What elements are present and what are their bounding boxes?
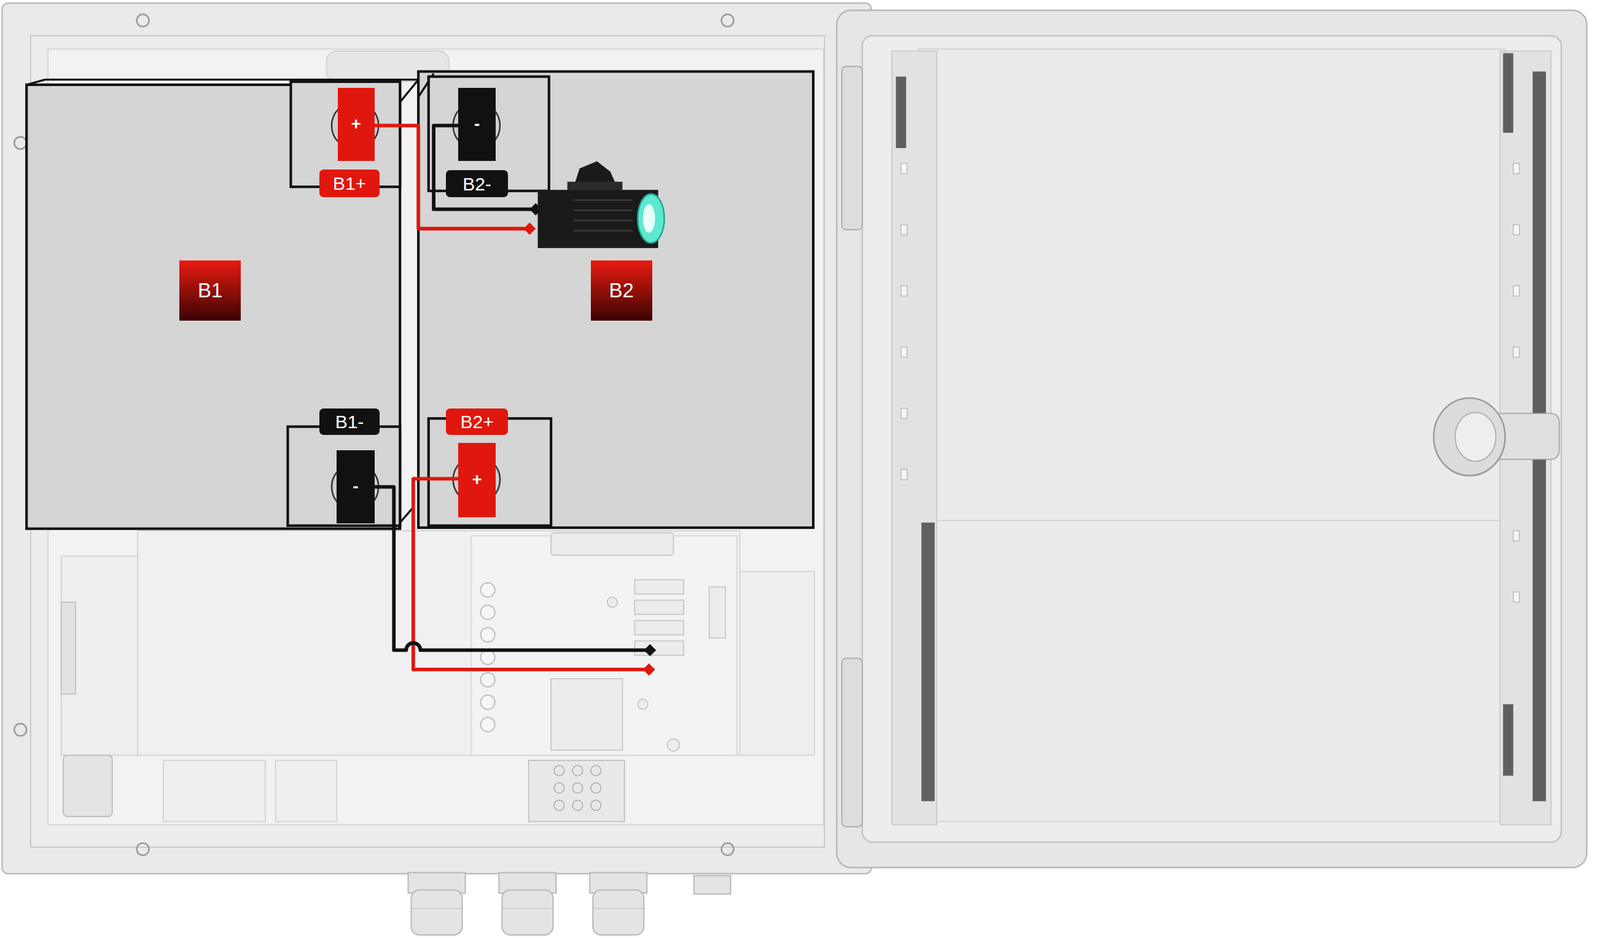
positive-terminal: +	[337, 87, 375, 162]
terminal-label-text: B2-	[462, 173, 492, 195]
positive-terminal-text: +	[351, 114, 362, 134]
terminal-label: B1-	[319, 408, 380, 435]
terminal-label: B1+	[319, 169, 380, 198]
battery-b1: B1+B1+B1--	[26, 84, 400, 529]
negative-terminal: -	[336, 450, 375, 524]
battery-label: B2	[590, 260, 653, 321]
battery-label: B1	[179, 260, 241, 321]
positive-terminal-text: +	[471, 470, 482, 490]
terminal-label: B2+	[445, 408, 508, 435]
battery-b2: B2-B2-B2++	[418, 71, 814, 528]
terminal-label: B2-	[445, 170, 508, 197]
negative-terminal-text: -	[352, 477, 359, 497]
positive-terminal: +	[458, 442, 496, 518]
terminal-label-text: B1+	[332, 173, 367, 194]
negative-terminal: -	[458, 87, 496, 162]
terminal-label-text: B2+	[460, 411, 494, 432]
terminal-label-text: B1-	[335, 411, 365, 432]
negative-terminal-text: -	[474, 114, 480, 134]
